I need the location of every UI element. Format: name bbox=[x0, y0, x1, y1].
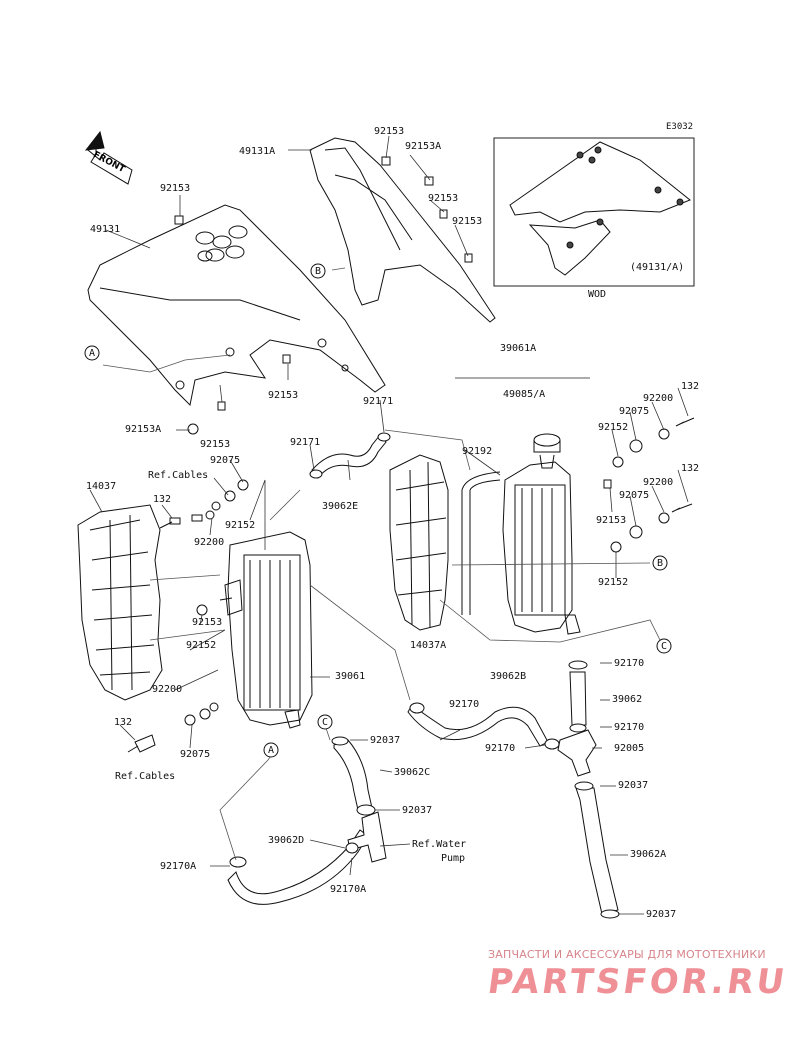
part-label: 92037 bbox=[646, 909, 677, 920]
reference-lines bbox=[102, 267, 661, 861]
part-label: 92200 bbox=[194, 537, 225, 548]
hose-39062c bbox=[333, 739, 373, 811]
part-label: 39062C bbox=[394, 767, 431, 778]
part-label: 92152 bbox=[186, 640, 217, 651]
part-label: 92037 bbox=[370, 735, 401, 746]
part-label: 92153 bbox=[192, 617, 223, 628]
part-label: 92037 bbox=[402, 805, 433, 816]
part-label: 39062D bbox=[268, 835, 305, 846]
part-label: 92192 bbox=[462, 446, 493, 457]
bolts-and-washers bbox=[127, 156, 695, 753]
part-label: 92153A bbox=[405, 141, 442, 152]
hose-39062b bbox=[407, 704, 549, 747]
part-label: 132 bbox=[153, 494, 172, 505]
part-label: 92153A bbox=[125, 424, 162, 435]
part-label: 39062B bbox=[490, 671, 527, 682]
part-label: 92153 bbox=[596, 515, 627, 526]
part-label: 39062A bbox=[630, 849, 667, 860]
part-label: 92200 bbox=[643, 393, 674, 404]
front-arrow-icon bbox=[84, 130, 133, 185]
part-label: 92037 bbox=[618, 780, 649, 791]
watermark-tagline: ЗАПЧАСТИ И АКСЕССУАРЫ ДЛЯ МОТОТЕХНИКИ bbox=[488, 948, 766, 961]
part-label: 92153 bbox=[452, 216, 483, 227]
part-label: 92170 bbox=[614, 658, 645, 669]
inset-variant: WOD bbox=[588, 289, 607, 300]
part-label: Pump bbox=[441, 853, 466, 864]
inset-shroud bbox=[509, 141, 691, 276]
hose-clamps bbox=[229, 432, 620, 919]
grille-14037 bbox=[77, 504, 163, 701]
part-label: 14037 bbox=[86, 481, 117, 492]
part-label: 92153 bbox=[428, 193, 459, 204]
fitting-92005 bbox=[557, 729, 597, 777]
part-label: 92153 bbox=[160, 183, 191, 194]
part-label: 92075 bbox=[619, 490, 650, 501]
part-label: 39062 bbox=[612, 694, 643, 705]
part-label: 39061 bbox=[335, 671, 366, 682]
part-label: 92153 bbox=[200, 439, 231, 450]
part-label: 92200 bbox=[152, 684, 183, 695]
inset-caption: (49131/A) bbox=[630, 262, 685, 273]
radiator-39061 bbox=[219, 531, 313, 729]
breather-tube-92192 bbox=[461, 471, 501, 615]
hose-39062a bbox=[575, 787, 619, 915]
part-label: 92075 bbox=[619, 406, 650, 417]
part-label: 92170 bbox=[485, 743, 516, 754]
part-label: 92152 bbox=[598, 422, 629, 433]
hose-39062 bbox=[569, 671, 587, 726]
part-label: 49085/A bbox=[503, 389, 546, 400]
ref-a-1: A bbox=[89, 348, 96, 359]
part-label: 92171 bbox=[363, 396, 394, 407]
radiator-39061a bbox=[502, 433, 581, 635]
part-label: Ref.Cables bbox=[148, 470, 209, 481]
part-label: 92171 bbox=[290, 437, 321, 448]
ref-a-2: A bbox=[268, 745, 275, 756]
part-label: 92005 bbox=[614, 743, 645, 754]
leader-lines bbox=[89, 135, 689, 915]
water-pump-fitting bbox=[347, 811, 387, 863]
diagram-code: E3032 bbox=[666, 122, 694, 132]
part-label: 92152 bbox=[225, 520, 256, 531]
part-label: 49131A bbox=[239, 146, 276, 157]
part-label: 39061A bbox=[500, 343, 537, 354]
hose-39062e bbox=[311, 434, 387, 479]
part-label: Ref.Water bbox=[412, 839, 467, 850]
shroud-49131 bbox=[87, 204, 386, 407]
part-label: 92170 bbox=[614, 722, 645, 733]
watermark-logo: PARTSFOR.RU bbox=[485, 962, 790, 1002]
part-label: 49131 bbox=[90, 224, 121, 235]
part-label: 92170 bbox=[449, 699, 480, 710]
part-label: 14037A bbox=[410, 640, 447, 651]
part-label: 92200 bbox=[643, 477, 674, 488]
ref-circles bbox=[84, 263, 672, 758]
ref-c-2: C bbox=[322, 717, 329, 728]
part-label: Ref.Cables bbox=[115, 771, 176, 782]
ref-b-2: B bbox=[657, 558, 664, 569]
part-label: 92153 bbox=[374, 126, 405, 137]
part-label: 132 bbox=[114, 717, 133, 728]
inset-box bbox=[493, 137, 695, 287]
ref-b-1: B bbox=[315, 266, 322, 277]
part-label: 92075 bbox=[180, 749, 211, 760]
grille-14037a bbox=[389, 454, 449, 631]
part-label: 92153 bbox=[268, 390, 299, 401]
part-label: 92152 bbox=[598, 577, 629, 588]
part-label: 39062E bbox=[322, 501, 359, 512]
part-label: 132 bbox=[681, 381, 700, 392]
shroud-49131a bbox=[309, 137, 496, 323]
part-label: 132 bbox=[681, 463, 700, 474]
part-label: 92170A bbox=[330, 884, 367, 895]
ref-c-1: C bbox=[661, 641, 668, 652]
part-label: 92170A bbox=[160, 861, 197, 872]
part-label: 92075 bbox=[210, 455, 241, 466]
